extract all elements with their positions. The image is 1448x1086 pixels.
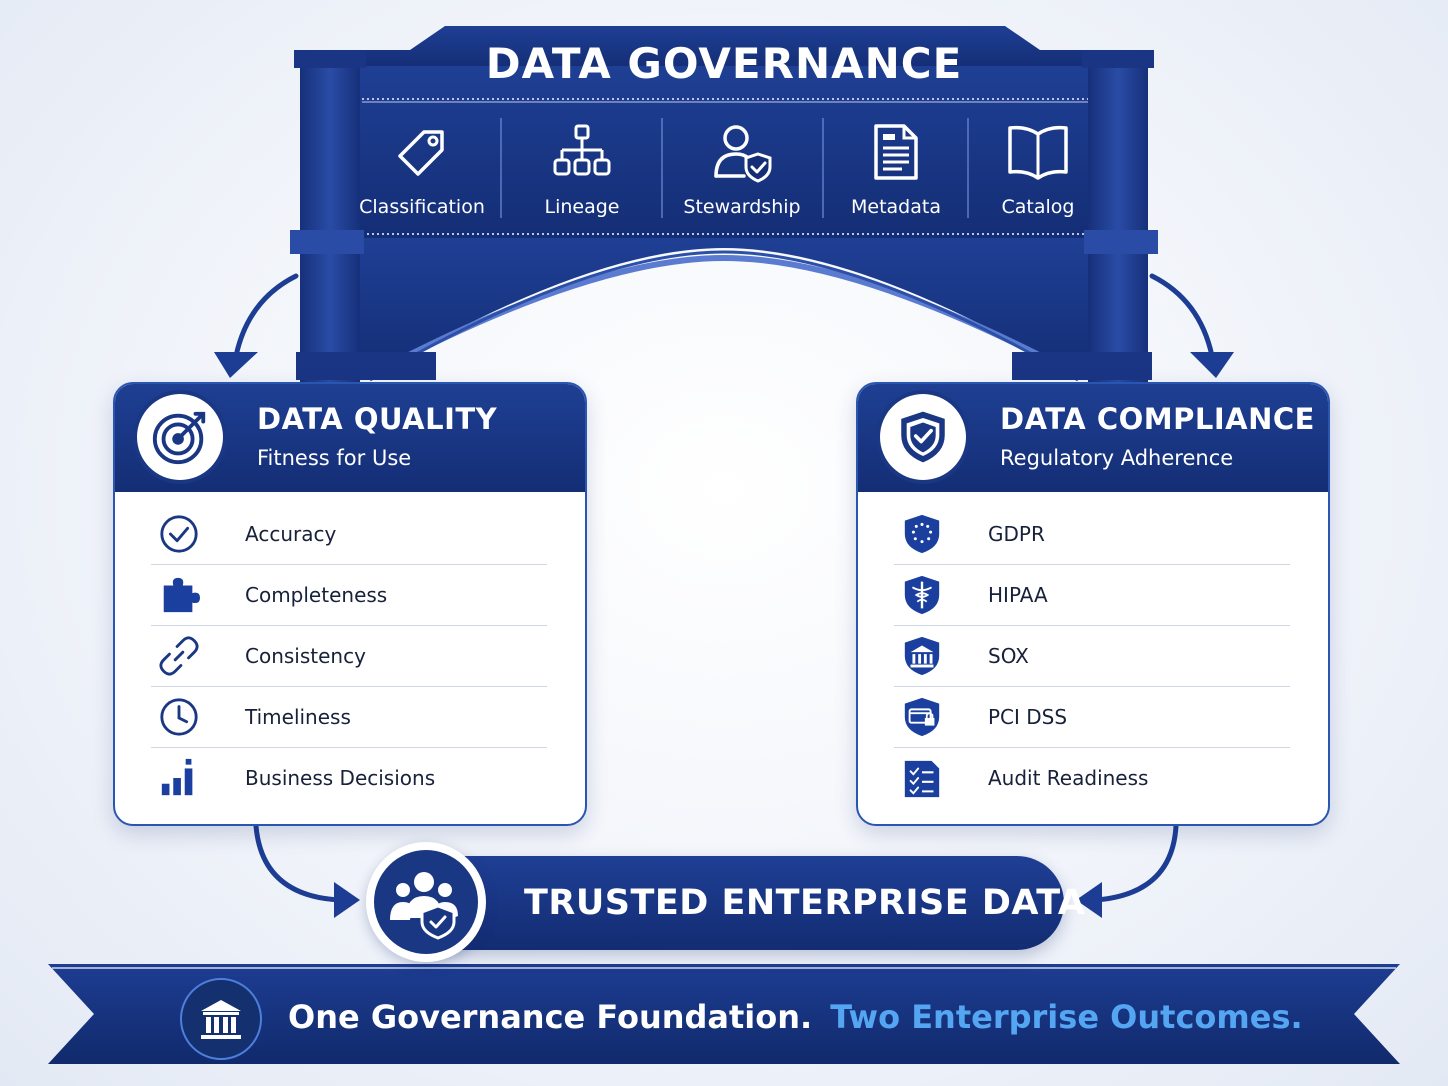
governance-arch [290, 26, 1158, 382]
arrow-quality-to-trusted [253, 823, 343, 903]
banner-badge [180, 978, 262, 1060]
gov-item-lineage: Lineage [512, 112, 652, 222]
list-item: PCI DSS [894, 687, 1290, 748]
gov-label: Metadata [851, 196, 941, 218]
gov-item-catalog: Catalog [968, 112, 1108, 222]
list-item: Business Decisions [151, 748, 547, 808]
eu-stars-shield-icon [904, 514, 940, 554]
list-item-label: Accuracy [245, 522, 337, 546]
card-badge [137, 394, 223, 480]
list-item-label: Audit Readiness [988, 766, 1149, 790]
caduceus-shield-icon [904, 575, 940, 615]
bar-chart-icon [161, 758, 193, 796]
checklist-icon [904, 760, 940, 798]
gov-item-metadata: Metadata [826, 112, 966, 222]
arrow-gov-to-quality [233, 273, 299, 359]
list-item-label: Consistency [245, 644, 366, 668]
gov-label: Lineage [544, 196, 620, 218]
list-item: Completeness [151, 565, 547, 626]
list-item-label: PCI DSS [988, 705, 1068, 729]
tag-icon [398, 130, 444, 176]
card-title: DATA COMPLIANCE [1000, 402, 1315, 436]
banner-tagline-part1: One Governance Foundation. [288, 998, 813, 1036]
gov-label: Stewardship [683, 196, 801, 218]
bottom-banner [48, 964, 1400, 1064]
list-item: GDPR [894, 504, 1290, 565]
list-item-label: GDPR [988, 522, 1045, 546]
card-lock-shield-icon [904, 697, 940, 737]
people-shield-icon [390, 872, 458, 940]
data-compliance-card: DATA COMPLIANCE Regulatory Adherence GDP… [856, 382, 1330, 826]
card-subtitle: Regulatory Adherence [1000, 446, 1234, 470]
trusted-label: TRUSTED ENTERPRISE DATA [524, 883, 1086, 923]
trusted-badge [366, 842, 486, 962]
list-item-label: SOX [988, 644, 1029, 668]
gov-label: Classification [359, 196, 485, 218]
list-item-label: Completeness [245, 583, 388, 607]
list-item: HIPAA [894, 565, 1290, 626]
puzzle-icon [163, 577, 200, 613]
flow-arrows [233, 273, 1215, 903]
user-shield-icon [714, 125, 772, 183]
list-item: Audit Readiness [894, 748, 1290, 808]
card-header: DATA COMPLIANCE Regulatory Adherence [858, 384, 1328, 492]
check-circle-icon [160, 515, 198, 553]
target-icon [152, 411, 206, 465]
document-icon [874, 124, 918, 180]
card-header: DATA QUALITY Fitness for Use [115, 384, 585, 492]
gov-item-classification: Classification [352, 112, 492, 222]
link-icon [159, 636, 199, 676]
bank-shield-icon [904, 636, 940, 676]
arrow-gov-to-compliance [1149, 273, 1215, 359]
book-icon [1008, 125, 1068, 180]
card-subtitle: Fitness for Use [257, 446, 412, 470]
card-title: DATA QUALITY [257, 402, 498, 436]
trusted-enterprise-data-pill: TRUSTED ENTERPRISE DATA [418, 856, 1085, 950]
list-item-label: Timeliness [245, 705, 351, 729]
list-item: Consistency [151, 626, 547, 687]
list-item: Accuracy [151, 504, 547, 565]
gov-item-stewardship: Stewardship [672, 112, 812, 222]
compliance-list: GDPR HIPAA [894, 504, 1290, 808]
banner-tagline-part2: Two Enterprise Outcomes. [830, 998, 1303, 1036]
institution-icon [201, 1000, 241, 1039]
quality-list: Accuracy Completeness Consistency [151, 504, 547, 808]
banner-tagline: One Governance Foundation. Two Enterprise… [288, 990, 1303, 1044]
clock-icon [160, 698, 198, 736]
list-item: Timeliness [151, 687, 547, 748]
gov-label: Catalog [1001, 196, 1075, 218]
list-item-label: HIPAA [988, 583, 1048, 607]
list-item: SOX [894, 626, 1290, 687]
data-quality-card: DATA QUALITY Fitness for Use Accuracy Co… [113, 382, 587, 826]
list-item-label: Business Decisions [245, 766, 436, 790]
shield-check-icon [901, 411, 945, 463]
card-badge [880, 394, 966, 480]
arrow-compliance-to-trusted [1093, 823, 1179, 903]
hierarchy-icon [553, 124, 611, 176]
governance-title: DATA GOVERNANCE [485, 39, 963, 88]
arrow-heads [214, 352, 1234, 918]
